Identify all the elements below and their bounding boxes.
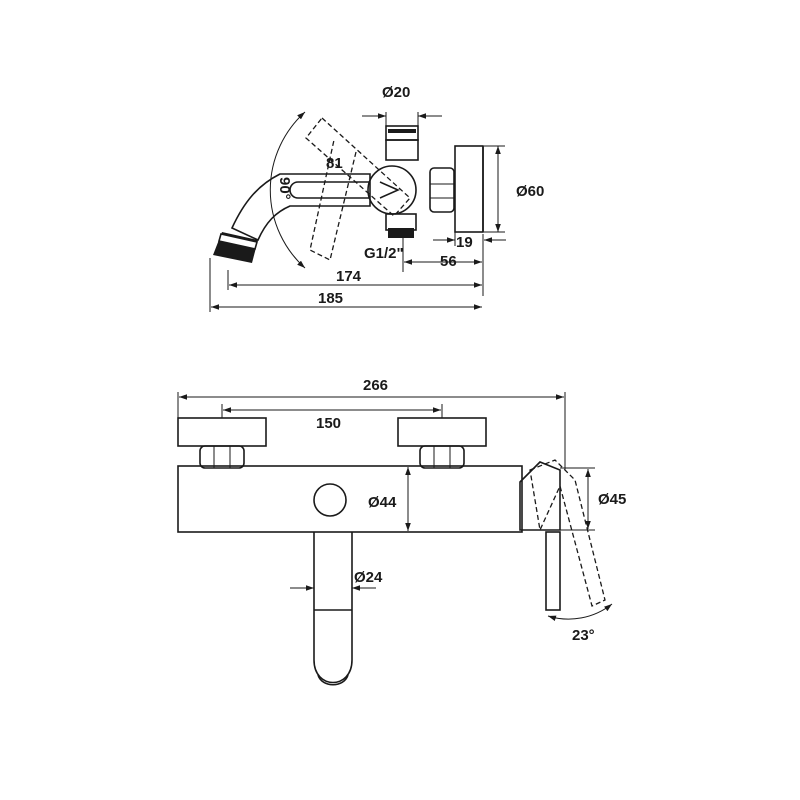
dim-d185: 185 [318, 290, 343, 307]
dim-d56: 56 [440, 253, 457, 270]
mixer-body [177, 465, 523, 533]
spout-rotated-outline [305, 117, 411, 261]
dim-d19: 19 [456, 234, 473, 251]
dim-d266: 266 [363, 377, 388, 394]
lever-handle [519, 461, 561, 531]
wall-flange [454, 145, 484, 233]
front-view: 266 150 Ø44 Ø45 Ø24 23° [177, 377, 626, 686]
top-view: Ø20 81 90° Ø60 19 G1/2" 56 174 185 [209, 84, 544, 312]
dim-d150: 150 [316, 415, 341, 432]
dim-d44: Ø44 [368, 494, 397, 511]
dim-d60: Ø60 [516, 183, 544, 200]
diverter-knob [313, 483, 347, 517]
spout-inner-line [289, 181, 370, 199]
dim-d45: Ø45 [598, 491, 626, 508]
dim-d174: 174 [336, 268, 362, 285]
lever-angle-arc [547, 603, 613, 622]
right-nut [419, 445, 465, 469]
dim-d23: 23° [572, 627, 595, 644]
dim-d90: 90° [276, 177, 293, 200]
right-flange [397, 417, 487, 447]
hex-nut [429, 167, 455, 213]
inlet-connector-bottom [385, 213, 417, 231]
left-nut [199, 445, 245, 469]
dim-d24: Ø24 [354, 569, 383, 586]
dim-d20: Ø20 [382, 84, 410, 101]
left-flange [177, 417, 267, 447]
front-spout [313, 532, 353, 684]
lever-rotated-outline [529, 459, 606, 607]
lever-stem [545, 531, 561, 611]
dim-d81: 81 [326, 155, 343, 172]
rotation-arc [269, 111, 306, 269]
dim-thread: G1/2" [364, 245, 404, 262]
spout-body [230, 173, 371, 242]
valve-body [367, 165, 417, 215]
